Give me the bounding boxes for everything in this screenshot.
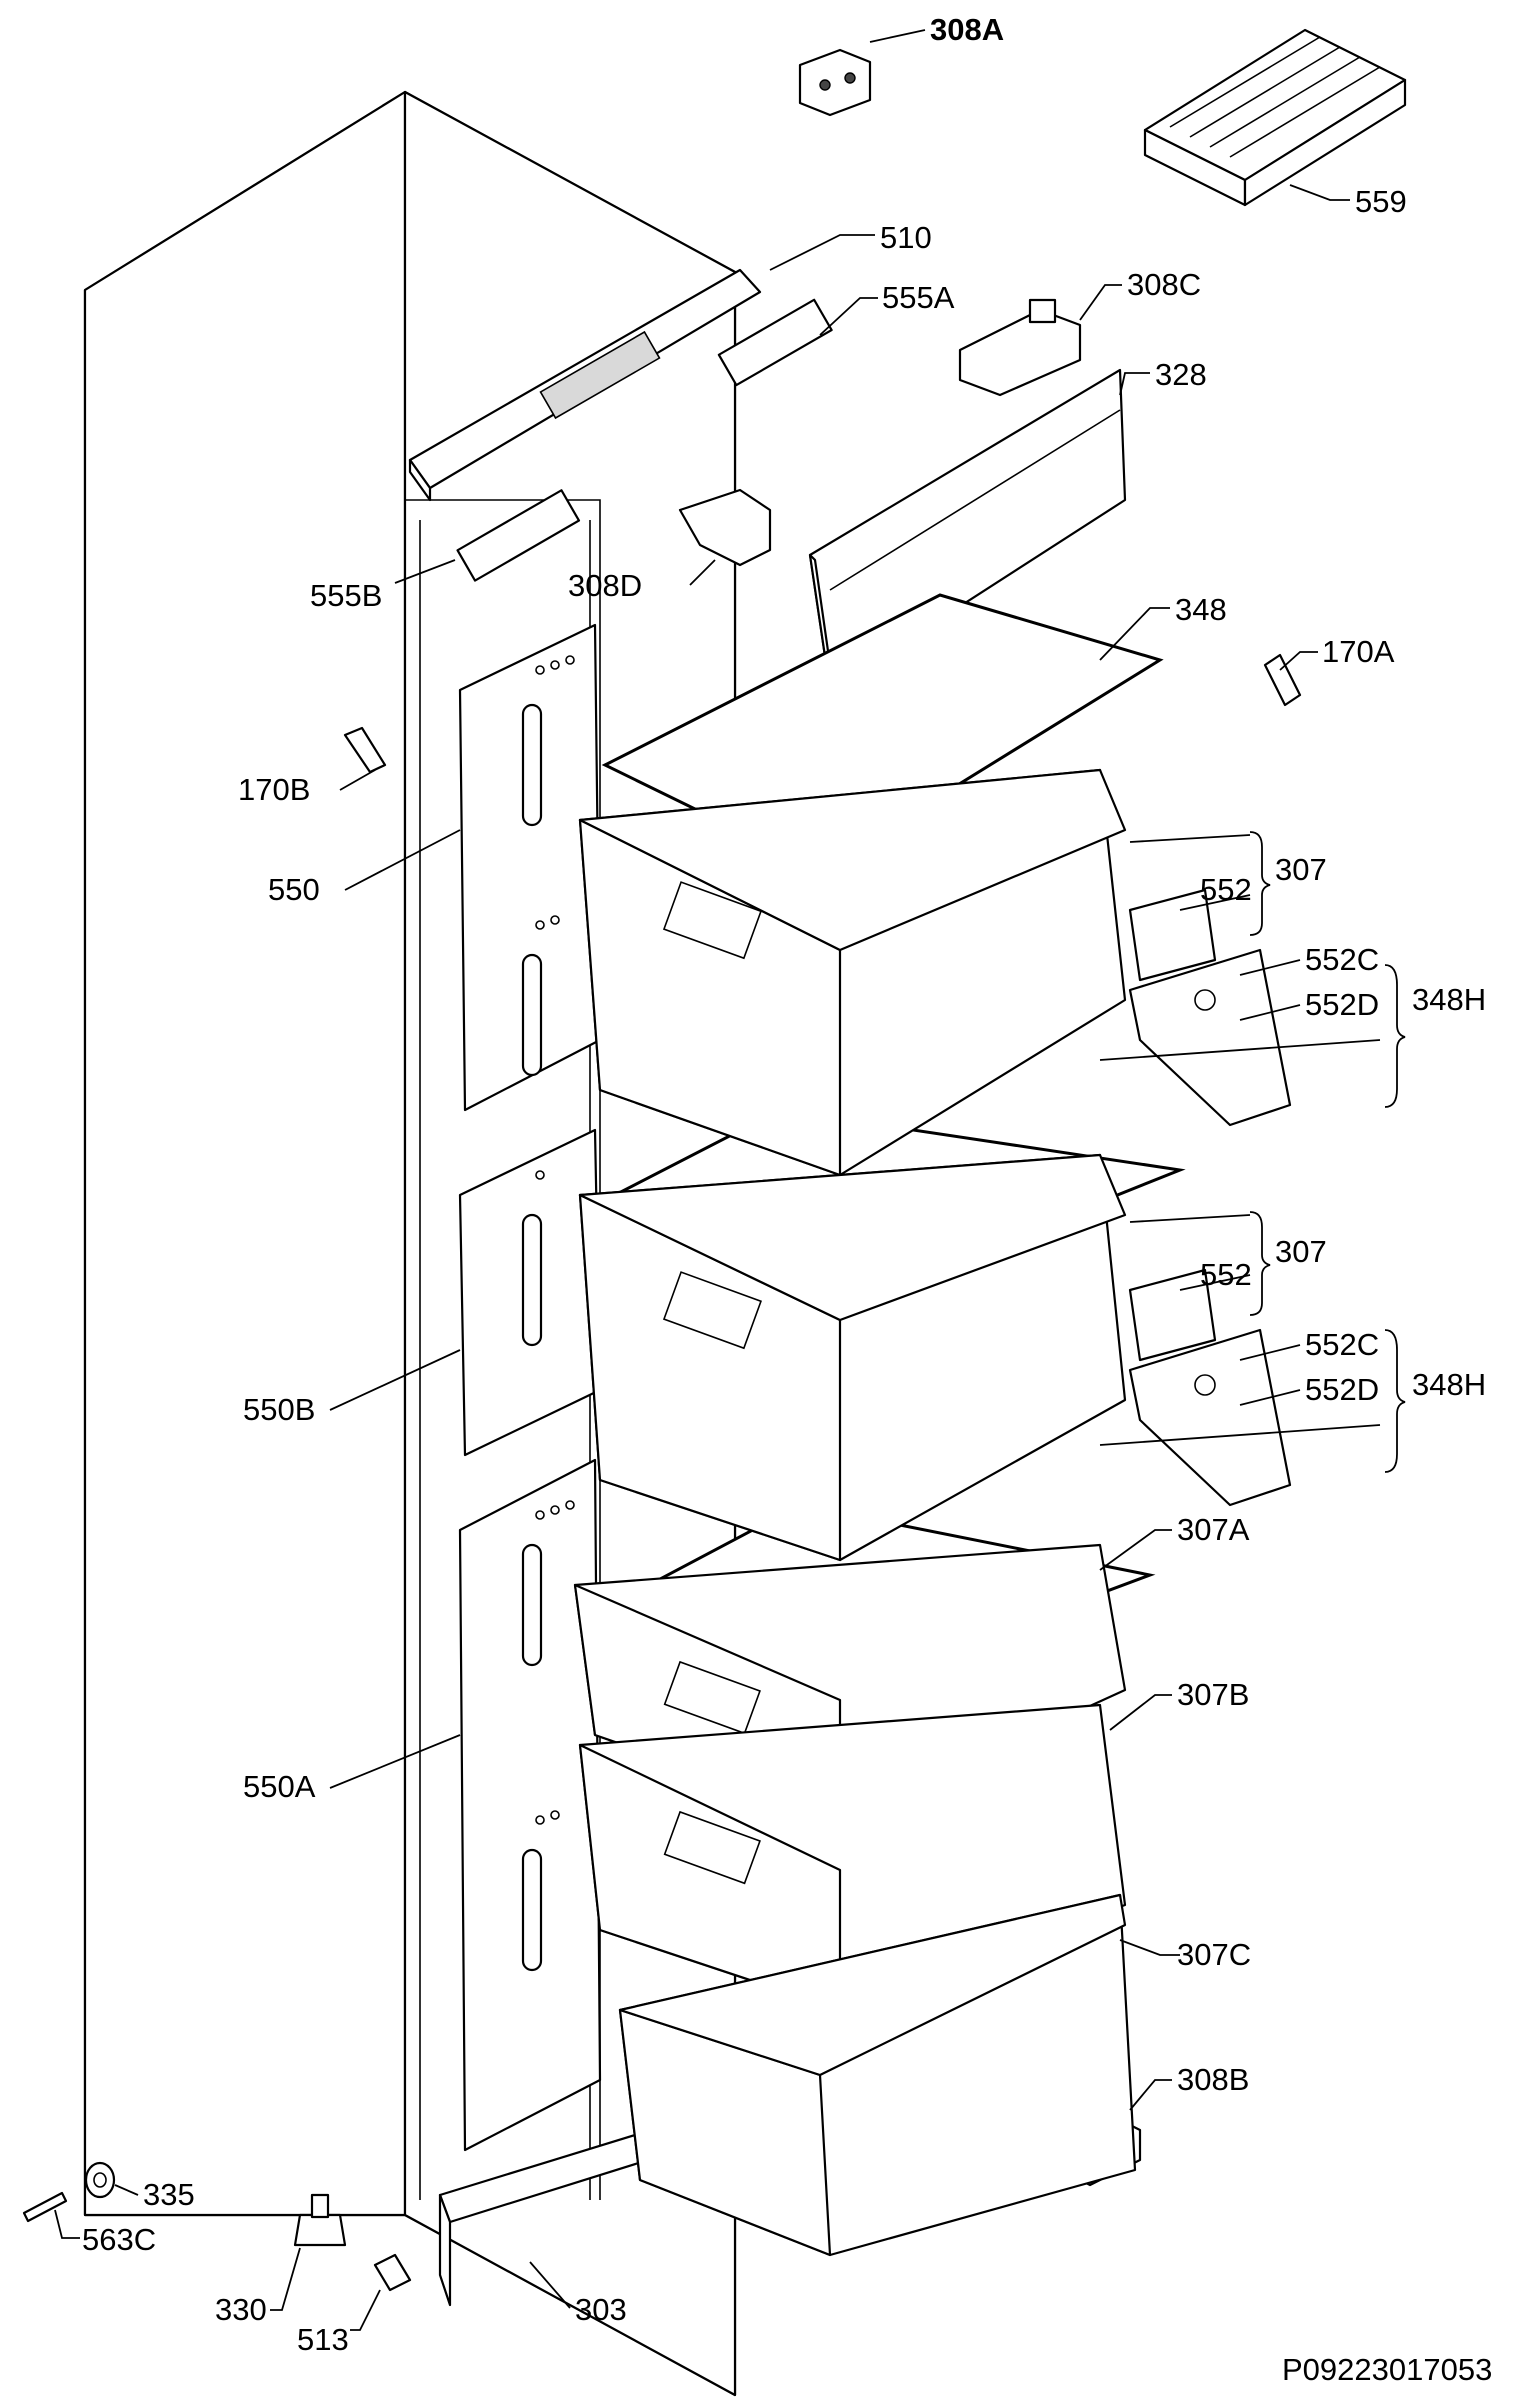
label-307-top: 307 [1275, 852, 1327, 887]
door-panel-550 [458, 623, 602, 1112]
label-513: 513 [297, 2322, 349, 2357]
leader-lines [54, 29, 1406, 2331]
label-550: 550 [268, 872, 320, 907]
label-308C: 308C [1127, 267, 1201, 302]
pin-563C [22, 2191, 68, 2223]
label-555B: 555B [310, 578, 382, 613]
label-328: 328 [1155, 357, 1207, 392]
clip-170A [1263, 653, 1302, 707]
rail-set-top [1128, 888, 1292, 1127]
door-panel-550A [458, 1458, 602, 2152]
hinge-308A [798, 48, 872, 117]
label-170B: 170B [238, 772, 310, 807]
label-330: 330 [215, 2292, 267, 2327]
bracket-513 [373, 2253, 412, 2292]
drawer-307C [618, 1893, 1137, 2257]
label-308D: 308D [568, 568, 642, 603]
flap [808, 368, 1127, 702]
drawer-307-mid [578, 1153, 1127, 1562]
label-348H-top: 348H [1412, 982, 1486, 1017]
label-308B: 308B [1177, 2062, 1249, 2097]
label-348: 348 [1175, 592, 1227, 627]
label-550B: 550B [243, 1392, 315, 1427]
label-307-mid: 307 [1275, 1234, 1327, 1269]
label-552D-top: 552D [1305, 987, 1379, 1022]
clip-170B [343, 726, 387, 774]
label-552C-mid: 552C [1305, 1327, 1379, 1362]
label-348H-mid: 348H [1412, 1367, 1486, 1402]
label-552D-mid: 552D [1305, 1372, 1379, 1407]
label-550A: 550A [243, 1769, 316, 1804]
drawer-307-top [578, 768, 1127, 1177]
label-552C-top: 552C [1305, 942, 1379, 977]
rail-set-mid [1128, 1268, 1292, 1507]
label-559: 559 [1355, 184, 1407, 219]
foot-330 [293, 2193, 347, 2247]
hinge-308D [678, 488, 772, 567]
label-170A: 170A [1322, 634, 1395, 669]
label-552-top: 552 [1200, 872, 1252, 907]
hinge-308C [958, 298, 1082, 397]
top-cover [408, 268, 833, 582]
label-308A: 308A [930, 12, 1004, 47]
label-307A: 307A [1177, 1512, 1250, 1547]
label-307C: 307C [1177, 1937, 1251, 1972]
label-563C: 563C [82, 2222, 156, 2257]
label-303: 303 [575, 2292, 627, 2327]
label-307B: 307B [1177, 1677, 1249, 1712]
label-510: 510 [880, 220, 932, 255]
ice-tray [1143, 28, 1407, 207]
label-335: 335 [143, 2177, 195, 2212]
part-labels: 308A 559 510 555A 308C 328 555B 308D 348… [82, 12, 1492, 2387]
cap-335 [84, 2161, 116, 2199]
label-555A: 555A [882, 280, 955, 315]
label-552-mid: 552 [1200, 1257, 1252, 1292]
drawing-number: P09223017053 [1282, 2352, 1492, 2387]
